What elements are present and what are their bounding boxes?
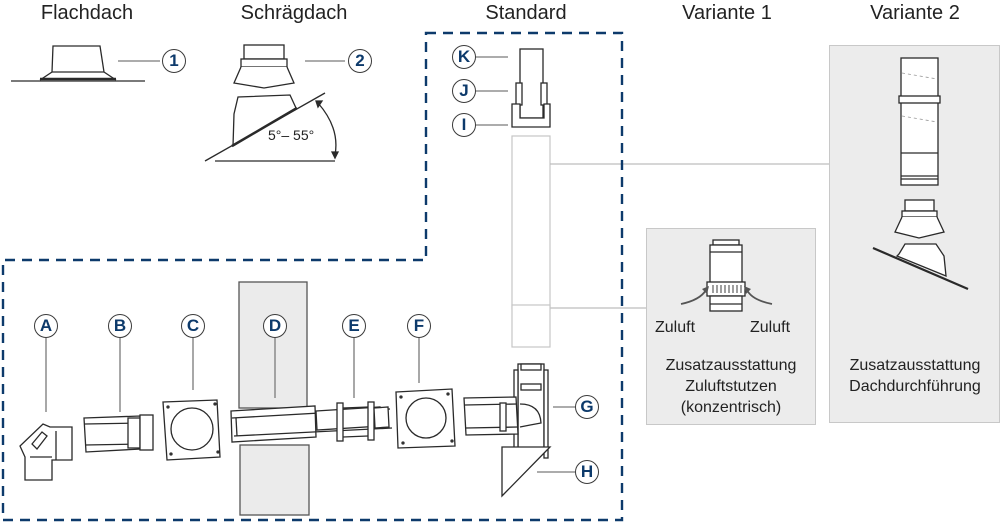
badge-k: K xyxy=(452,45,476,69)
schraegdach-cap xyxy=(233,44,295,89)
wall-upper xyxy=(238,281,308,409)
badge-j: J xyxy=(452,79,476,103)
stack-shaft xyxy=(511,135,551,310)
badge-e: E xyxy=(342,314,366,338)
standard-dashed-border xyxy=(1,31,624,522)
heading-flachdach: Flachdach xyxy=(40,2,134,24)
variante-2-caption-line1: Zusatzausstattung xyxy=(849,357,981,374)
badge-c: C xyxy=(181,314,205,338)
terminal-i xyxy=(511,103,551,128)
heading-schraegdach: Schrägdach xyxy=(240,2,348,24)
badge-d: D xyxy=(263,314,287,338)
air-intake-fitting xyxy=(706,239,746,312)
airflow-label-right: Zuluft xyxy=(750,319,791,336)
airflow-label-left: Zuluft xyxy=(655,319,696,336)
badge-f: F xyxy=(407,314,431,338)
part-h-bracket xyxy=(501,446,552,498)
roof-penetration-cap xyxy=(894,199,945,239)
part-g-elbow xyxy=(463,363,549,459)
variante-1-caption-line1: Zusatzausstattung xyxy=(665,357,797,374)
badge-a: A xyxy=(34,314,58,338)
terminal-k xyxy=(519,48,544,119)
airflow-arrows xyxy=(680,286,773,305)
wall-lower xyxy=(239,444,310,516)
badge-g: G xyxy=(575,395,599,419)
heading-variante-1: Variante 1 xyxy=(682,2,772,24)
roof-penetration-pipe xyxy=(898,57,941,186)
schraegdach-flashing xyxy=(204,92,340,162)
part-f-wall-plate xyxy=(395,388,456,449)
variante-2-caption-line2: Dachdurchführung xyxy=(849,378,981,395)
variante-1-caption-line2: Zuluftstutzen xyxy=(685,378,777,395)
part-d-wall-pipe xyxy=(230,405,393,443)
part-e-coupling xyxy=(315,401,390,442)
badge-1: 1 xyxy=(162,49,186,73)
roof-penetration-flashing xyxy=(872,243,969,291)
angle-range-label: 5°– 55° xyxy=(268,127,315,143)
flachdach-flashing xyxy=(11,45,145,82)
badge-2: 2 xyxy=(348,49,372,73)
part-b-pipe xyxy=(83,414,154,453)
part-c-wall-plate xyxy=(162,399,221,461)
badge-b: B xyxy=(108,314,132,338)
part-a-elbow xyxy=(19,423,73,481)
variante-2-caption: Zusatzausstattung Dachdurchführung xyxy=(849,355,981,397)
heading-variante-2: Variante 2 xyxy=(870,2,960,24)
variante-1-caption-line3: (konzentrisch) xyxy=(680,399,782,416)
heading-standard: Standard xyxy=(485,2,567,24)
variante-1-caption: Zusatzausstattung Zuluftstutzen (konzent… xyxy=(666,355,797,418)
stack-lower xyxy=(511,304,551,348)
badge-h: H xyxy=(575,460,599,484)
badge-i: I xyxy=(452,113,476,137)
